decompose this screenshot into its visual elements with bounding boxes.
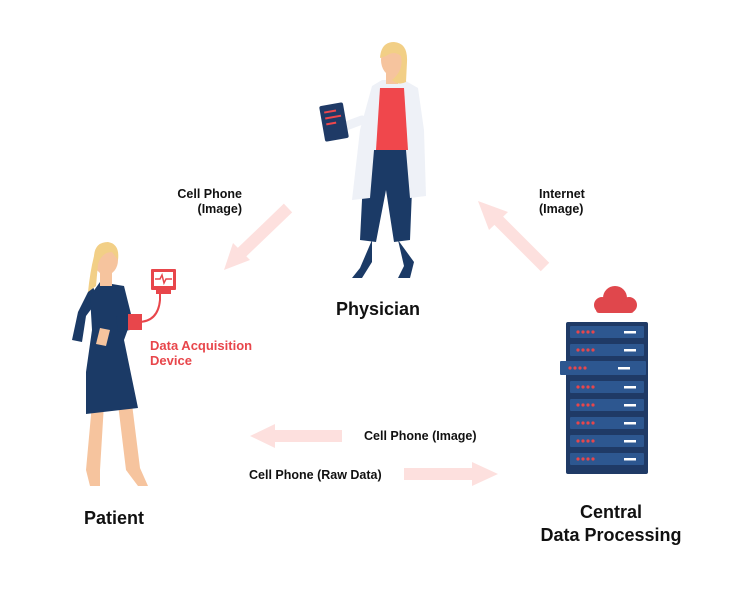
arrow-central-to-physician [478, 201, 550, 272]
edge-label-line2: (Image) [197, 202, 242, 216]
central-label-line1: Central [579, 502, 642, 522]
physician-figure [319, 42, 426, 278]
physician-label: Physician [336, 299, 421, 319]
patient-label: Patient [84, 508, 145, 528]
edge-label-line1: Cell Phone [177, 187, 242, 201]
device-label: Data Acquisition Device [150, 338, 252, 368]
server-rack-icon [560, 322, 648, 474]
device-label-line1: Data Acquisition [150, 338, 253, 353]
cloud-icon [594, 286, 637, 313]
device-icon [151, 269, 176, 294]
device-label-line2: Device [150, 353, 192, 368]
arrow-central-to-patient [250, 424, 342, 448]
edge-label-patient-to-central: Cell Phone (Raw Data) [249, 468, 382, 482]
central-label: Central Data Processing [526, 501, 696, 547]
edge-label-central-to-patient: Cell Phone (Image) [364, 429, 477, 443]
arrow-physician-to-patient [224, 203, 293, 270]
edge-label-central-to-physician: Internet (Image) [539, 187, 585, 217]
patient-figure [72, 242, 161, 486]
arrow-patient-to-central [404, 462, 498, 486]
central-label-line2: Data Processing [540, 525, 682, 545]
edge-label-line2: (Image) [539, 202, 584, 216]
edge-label-physician-to-patient: Cell Phone (Image) [150, 187, 242, 217]
edge-label-line1: Internet [539, 187, 585, 201]
